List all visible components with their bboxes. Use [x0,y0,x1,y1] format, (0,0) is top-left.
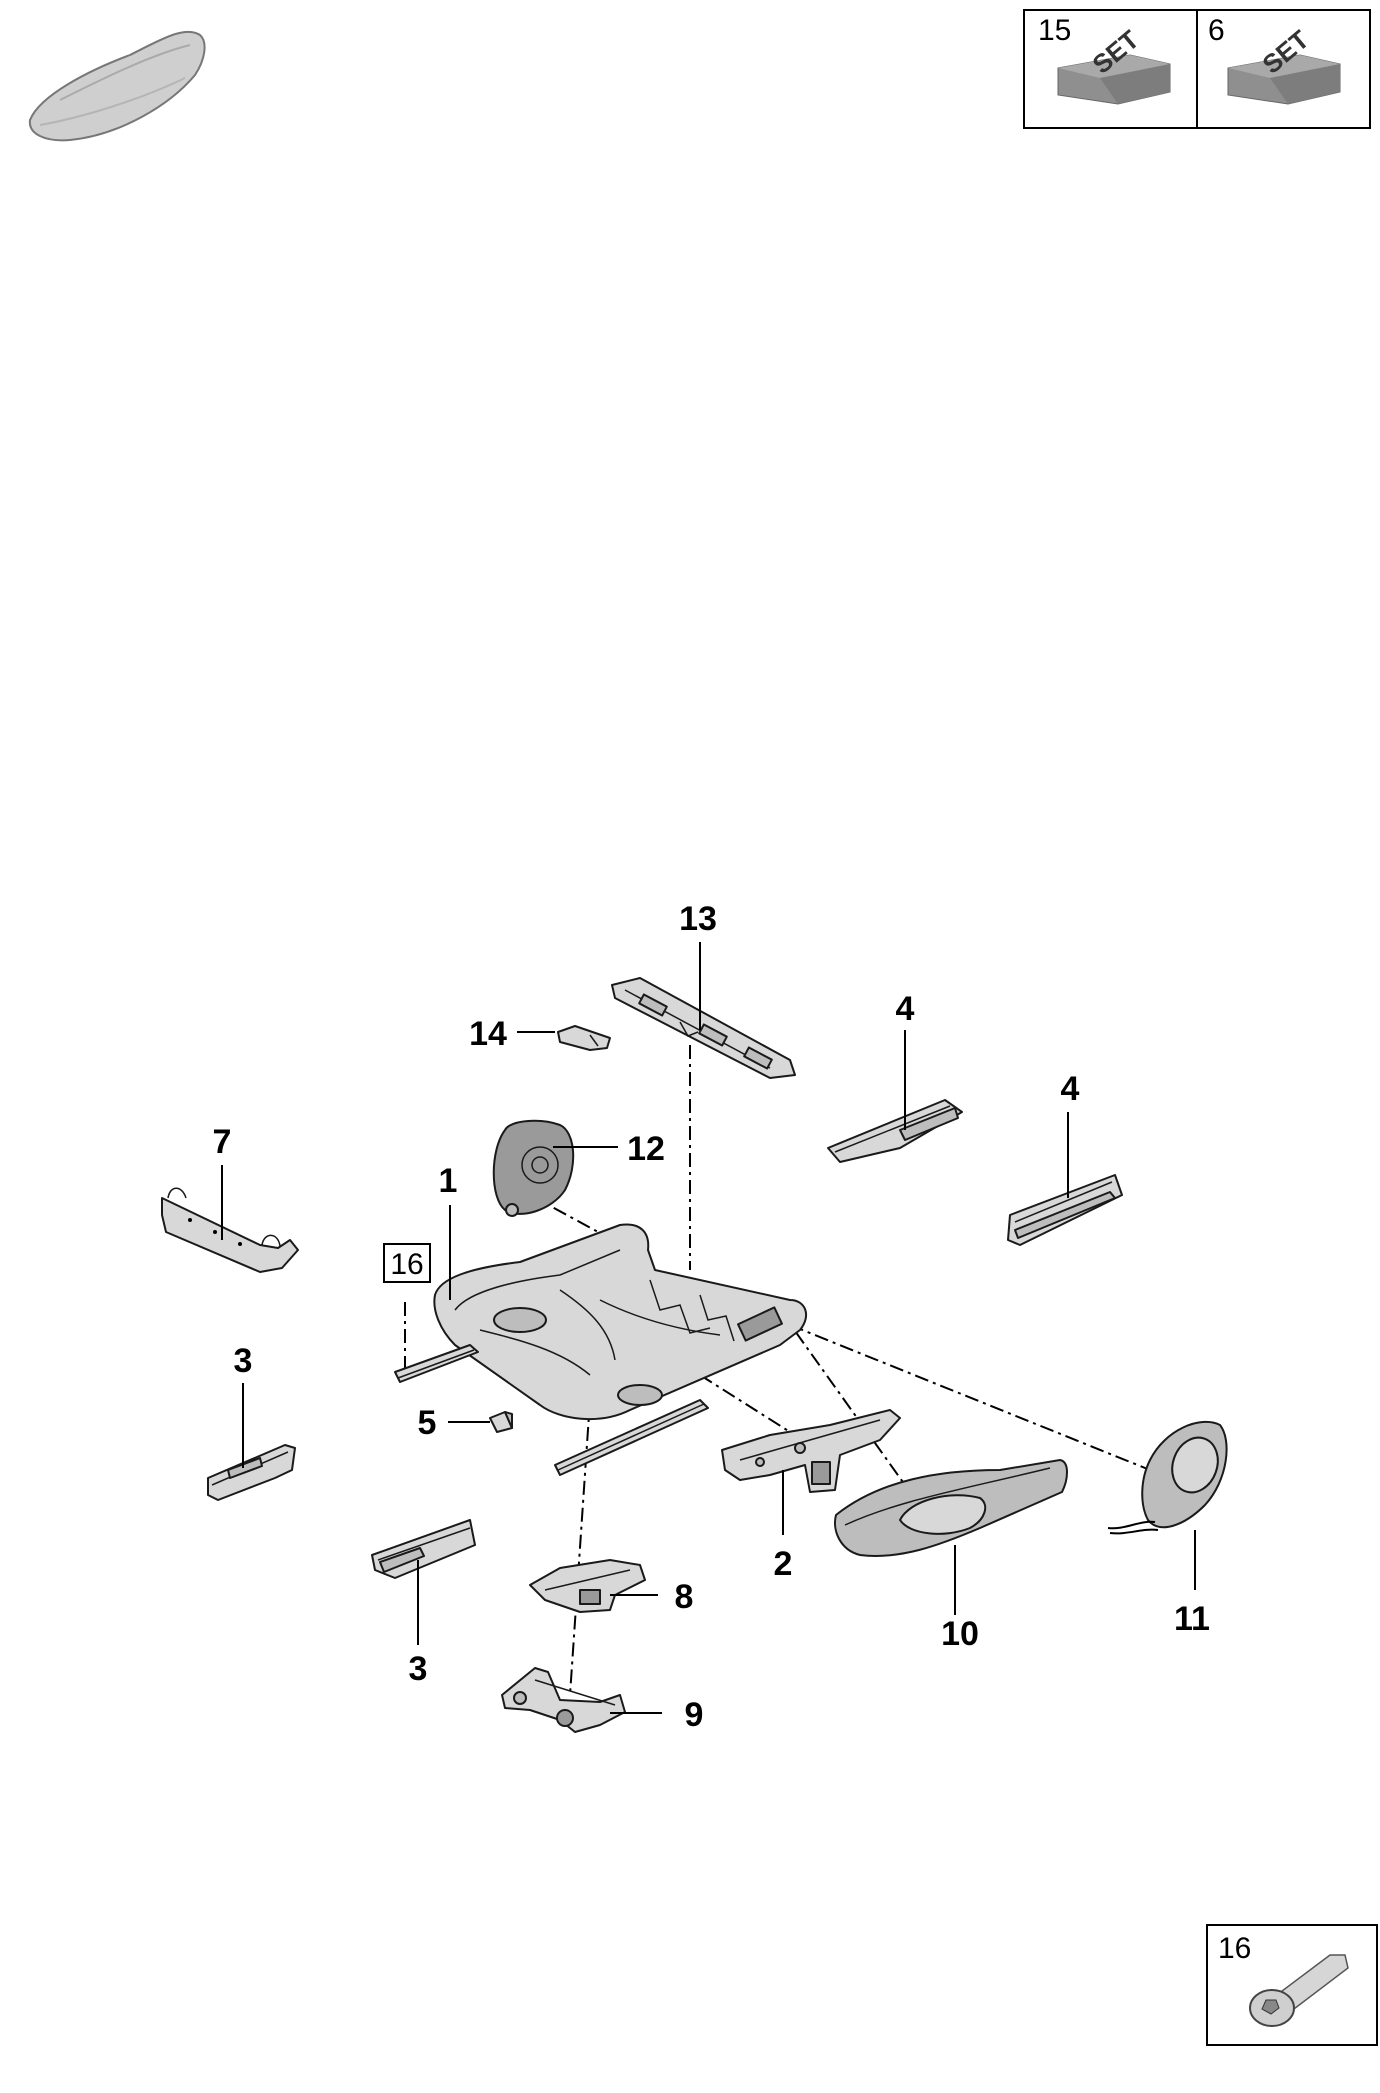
callout-1: 1 [439,1162,458,1200]
part-2-bracket[interactable] [721,1409,901,1493]
bolt-box-16[interactable]: 16 [1206,1924,1378,2046]
part-3-cover-lower[interactable] [371,1519,476,1579]
part-5-connector[interactable] [489,1411,513,1433]
part-8-bracket[interactable] [529,1559,646,1613]
callout-8: 8 [675,1578,694,1616]
part-13-rail[interactable] [611,977,796,1079]
callout-labels: 13 14 4 4 12 1 7 3 5 3 2 10 11 8 9 [213,900,1210,1734]
set-box-group: 15 SET 6 SET [1023,9,1371,129]
bolt-box-number: 16 [1218,1932,1251,1965]
set-box-number: 6 [1208,14,1225,47]
leader-lines [221,942,1196,1714]
callout-11: 11 [1174,1600,1210,1638]
part-3-cover-upper[interactable] [207,1444,296,1501]
set-cube-icon [1227,54,1341,105]
callout-2: 2 [774,1545,793,1583]
part-7-bracket[interactable] [161,1187,299,1273]
callout-5: 5 [418,1404,437,1442]
reference-box-number: 16 [390,1248,423,1281]
part-11-side-cover[interactable] [1107,1420,1228,1535]
set-cube-icon [1057,54,1171,105]
part-4-cover-lower[interactable] [1007,1174,1123,1246]
reference-box-16[interactable]: 16 [383,1243,431,1283]
callout-4-lower: 4 [1061,1070,1080,1108]
callout-4-upper: 4 [896,990,915,1028]
callout-13: 13 [679,900,717,938]
bolt-icon [1249,1954,1349,2027]
vehicle-silhouette-icon [28,30,206,142]
part-12-housing[interactable] [492,1119,575,1217]
callout-9: 9 [685,1696,704,1734]
part-1-seat-frame[interactable] [394,1223,808,1476]
part-10-trim-cover[interactable] [834,1459,1068,1557]
part-9-bracket[interactable] [501,1667,626,1733]
callout-12: 12 [627,1130,665,1168]
part-14-clip[interactable] [557,1025,611,1051]
callout-14: 14 [469,1015,507,1053]
callout-3-lower: 3 [409,1650,428,1688]
callout-3-upper: 3 [234,1342,253,1380]
assembly-lines [404,1045,1151,1696]
callout-7: 7 [213,1123,232,1161]
part-4-cover-upper[interactable] [827,1099,963,1163]
callout-10: 10 [941,1615,979,1653]
set-box-number: 15 [1038,14,1071,47]
